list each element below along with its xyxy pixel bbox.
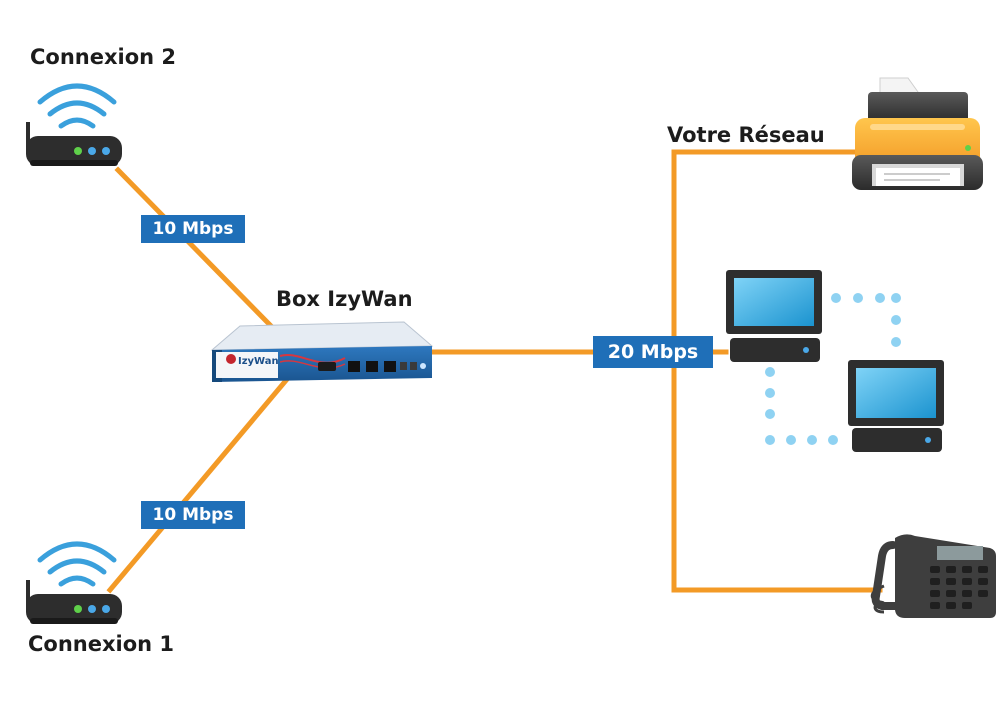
box-brand-text: IzyWan xyxy=(238,356,279,367)
connexion1-label: Connexion 1 xyxy=(28,632,175,656)
wifi-router-icon xyxy=(26,541,122,624)
wireless-link xyxy=(765,293,901,445)
speed-badge-connexion1: 10 Mbps xyxy=(141,501,245,529)
network-bus xyxy=(671,149,883,593)
speed-badge-connexion2: 10 Mbps xyxy=(141,215,245,243)
printer-icon xyxy=(852,77,983,190)
computer-icon xyxy=(726,270,822,362)
link-connexion2-box xyxy=(114,166,274,329)
link-connexion1-box xyxy=(106,374,292,594)
box-label: Box IzyWan xyxy=(276,287,413,311)
desk-phone-icon xyxy=(870,534,996,618)
computer-icon xyxy=(848,360,944,452)
connexion2-label: Connexion 2 xyxy=(30,45,177,69)
network-label: Votre Réseau xyxy=(667,123,825,147)
network-appliance-icon: IzyWan xyxy=(210,321,434,382)
speed-badge-total: 20 Mbps xyxy=(593,336,713,368)
wifi-router-icon xyxy=(26,83,122,166)
